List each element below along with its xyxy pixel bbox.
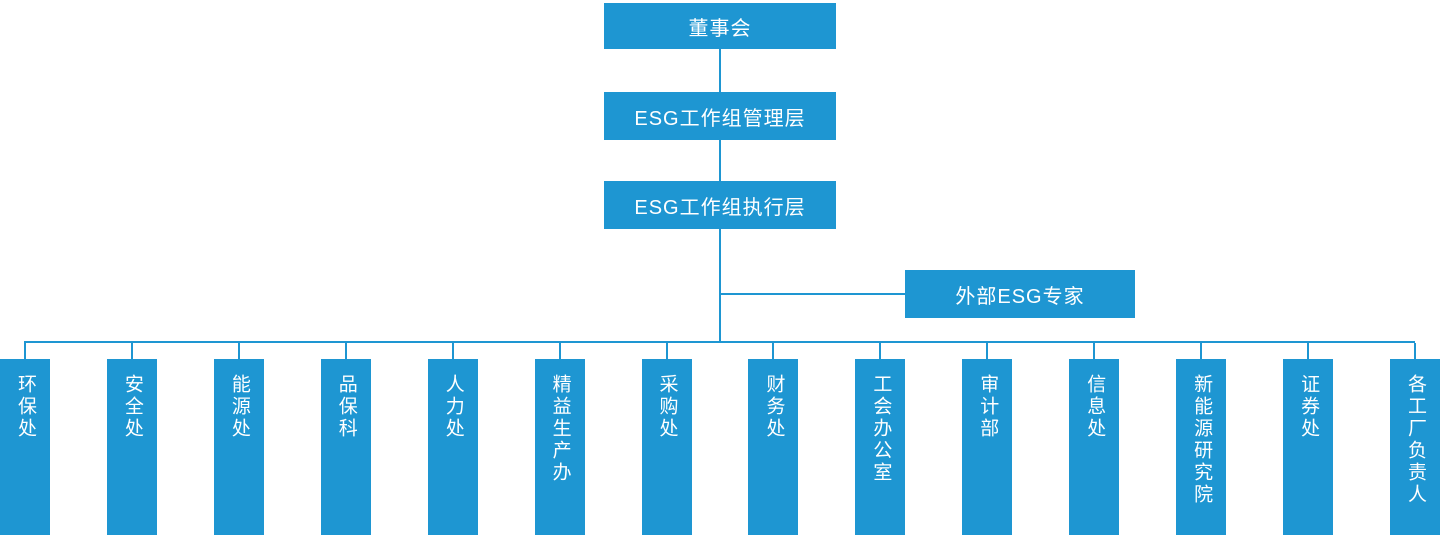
dept-label: 财务处 [763,374,785,440]
dept-body: 品保科 [320,359,371,535]
org-node-management: ESG工作组管理层 [604,92,836,140]
connector-stub [1093,343,1096,359]
dept-box: 工会办公室 [855,343,906,535]
connector-stub [879,343,882,359]
connector-stub [1413,343,1416,359]
connector-departments-bus [24,341,1415,343]
dept-body: 人力处 [427,359,478,535]
dept-label: 环保处 [15,374,36,440]
connector-stub [665,343,668,359]
dept-label: 安全处 [121,374,143,440]
dept-box: 人力处 [427,343,478,535]
connector-stub [130,343,133,359]
connector-stub [24,343,26,359]
dept-body: 能源处 [213,359,264,535]
dept-label: 人力处 [442,374,464,440]
department-row: 环保处 安全处 能源处 品保科 人力处 [0,343,1440,535]
dept-box: 能源处 [213,343,264,535]
dept-box: 财务处 [748,343,799,535]
dept-label: 新能源研究院 [1191,374,1213,506]
dept-box: 安全处 [106,343,157,535]
org-node-execution: ESG工作组执行层 [604,181,836,229]
dept-box: 采购处 [641,343,692,535]
dept-body: 证券处 [1283,359,1334,535]
connector-stub [558,343,561,359]
connector-external-branch [721,293,905,295]
dept-box: 新能源研究院 [1176,343,1227,535]
dept-body: 各工厂负责人 [1389,359,1440,535]
org-node-external-experts: 外部ESG专家 [905,270,1135,318]
dept-box: 精益生产办 [534,343,585,535]
connector-stub [1200,343,1203,359]
dept-box: 证券处 [1283,343,1334,535]
dept-label: 审计部 [977,374,999,440]
dept-body: 采购处 [641,359,692,535]
dept-body: 安全处 [106,359,157,535]
connector-stub [1307,343,1310,359]
connector-stub [451,343,454,359]
connector-spine [719,229,721,343]
dept-box: 环保处 [0,343,50,535]
dept-label: 采购处 [656,374,678,440]
connector-management-execution [719,140,721,181]
dept-box: 品保科 [320,343,371,535]
dept-label: 工会办公室 [870,374,892,484]
dept-label: 品保科 [335,374,357,440]
dept-box: 信息处 [1069,343,1120,535]
dept-body: 新能源研究院 [1176,359,1227,535]
connector-stub [772,343,775,359]
org-node-board: 董事会 [604,3,836,49]
dept-label: 证券处 [1298,374,1320,440]
dept-body: 审计部 [962,359,1013,535]
connector-stub [986,343,989,359]
dept-label: 信息处 [1084,374,1106,440]
dept-label: 能源处 [228,374,250,440]
dept-label: 各工厂负责人 [1404,374,1426,506]
dept-body: 工会办公室 [855,359,906,535]
dept-body: 环保处 [0,359,50,535]
connector-stub [237,343,240,359]
dept-body: 精益生产办 [534,359,585,535]
dept-body: 财务处 [748,359,799,535]
connector-stub [344,343,347,359]
connector-board-management [719,49,721,92]
dept-body: 信息处 [1069,359,1120,535]
dept-label: 精益生产办 [549,374,571,484]
dept-box: 各工厂负责人 [1389,343,1440,535]
dept-box: 审计部 [962,343,1013,535]
